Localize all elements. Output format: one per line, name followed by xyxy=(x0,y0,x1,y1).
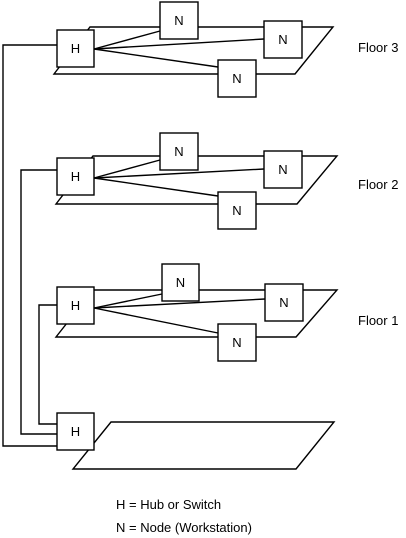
main-hub-group: H xyxy=(56,412,95,451)
node-box xyxy=(263,150,303,189)
legend-node: N = Node (Workstation) xyxy=(116,520,252,535)
basement-group xyxy=(71,421,336,470)
floor-1-group: N N N H Floor 1 xyxy=(54,263,398,362)
hub-box xyxy=(56,29,95,68)
hub-box xyxy=(56,412,95,451)
floor-1-link-3 xyxy=(93,307,219,334)
node-box xyxy=(159,1,199,40)
backbone-cable-floor-2 xyxy=(20,169,57,435)
basement-plane xyxy=(71,421,336,470)
floor-1-label: Floor 1 xyxy=(358,313,398,328)
node-box xyxy=(217,59,257,98)
floor-3-group: N N N H Floor 3 xyxy=(52,1,398,98)
node-label: N xyxy=(232,335,241,350)
floor-2-label: Floor 2 xyxy=(358,177,398,192)
node-label: N xyxy=(278,32,287,47)
backbone-cable-floor-3 xyxy=(2,44,57,447)
floor-2-link-2 xyxy=(93,168,265,179)
node-box xyxy=(217,191,257,230)
backbone-cabling xyxy=(2,44,57,447)
floor-2-link-1 xyxy=(93,159,161,179)
floor-3-link-1 xyxy=(93,30,161,50)
node-box xyxy=(217,323,257,362)
hub-label: H xyxy=(71,298,80,313)
node-label: N xyxy=(232,71,241,86)
hub-label: H xyxy=(71,169,80,184)
node-label: N xyxy=(278,162,287,177)
node-label: N xyxy=(232,203,241,218)
node-label: N xyxy=(174,144,183,159)
node-box xyxy=(161,263,200,302)
floor-1-link-2 xyxy=(93,298,266,309)
hub-box xyxy=(56,157,95,196)
node-box xyxy=(159,132,199,171)
floor-2-group: N N N H Floor 2 xyxy=(54,132,398,230)
floor-3-link-2 xyxy=(93,38,265,50)
node-box xyxy=(263,20,303,59)
floor-3-link-3 xyxy=(93,48,219,68)
floor-3-label: Floor 3 xyxy=(358,40,398,55)
legend: H = Hub or Switch N = Node (Workstation) xyxy=(116,497,252,535)
node-label: N xyxy=(174,13,183,28)
hub-label: H xyxy=(71,41,80,56)
node-box xyxy=(264,283,304,322)
floor-1-link-1 xyxy=(93,293,163,309)
legend-hub: H = Hub or Switch xyxy=(116,497,221,512)
hub-box xyxy=(56,286,95,325)
backbone-cable-floor-1 xyxy=(38,304,57,425)
node-label: N xyxy=(279,295,288,310)
floor-2-link-3 xyxy=(93,177,219,197)
hub-label: H xyxy=(71,424,80,439)
node-label: N xyxy=(176,275,185,290)
